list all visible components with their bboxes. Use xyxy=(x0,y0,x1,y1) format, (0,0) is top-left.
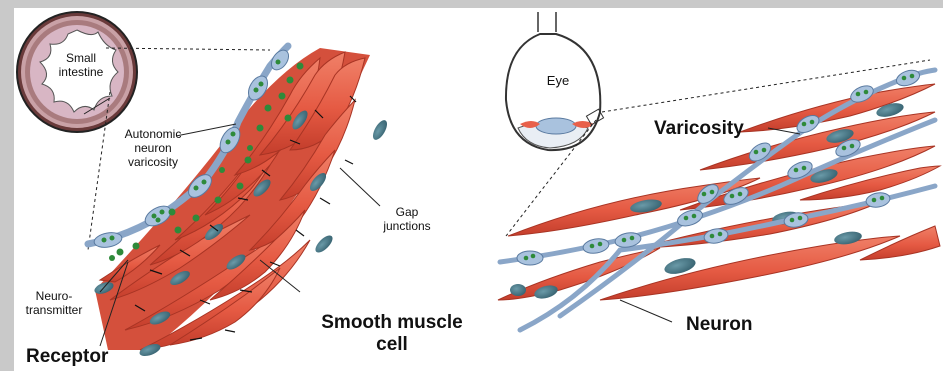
label-eye: Eye xyxy=(540,74,576,89)
label-smooth-muscle-cell: Smooth muscle cell xyxy=(302,312,482,356)
label-gap-junctions: Gap junctions xyxy=(374,206,440,234)
label-small-intestine: Small intestine xyxy=(58,52,104,80)
label-varicosity: Varicosity xyxy=(654,118,744,140)
label-neurotransmitter: Neuro- transmitter xyxy=(18,290,90,318)
label-neuron: Neuron xyxy=(686,314,753,336)
label-autonomic-neuron-varicosity: Autonomic neuron varicosity xyxy=(118,128,188,169)
label-receptor: Receptor xyxy=(26,346,108,368)
